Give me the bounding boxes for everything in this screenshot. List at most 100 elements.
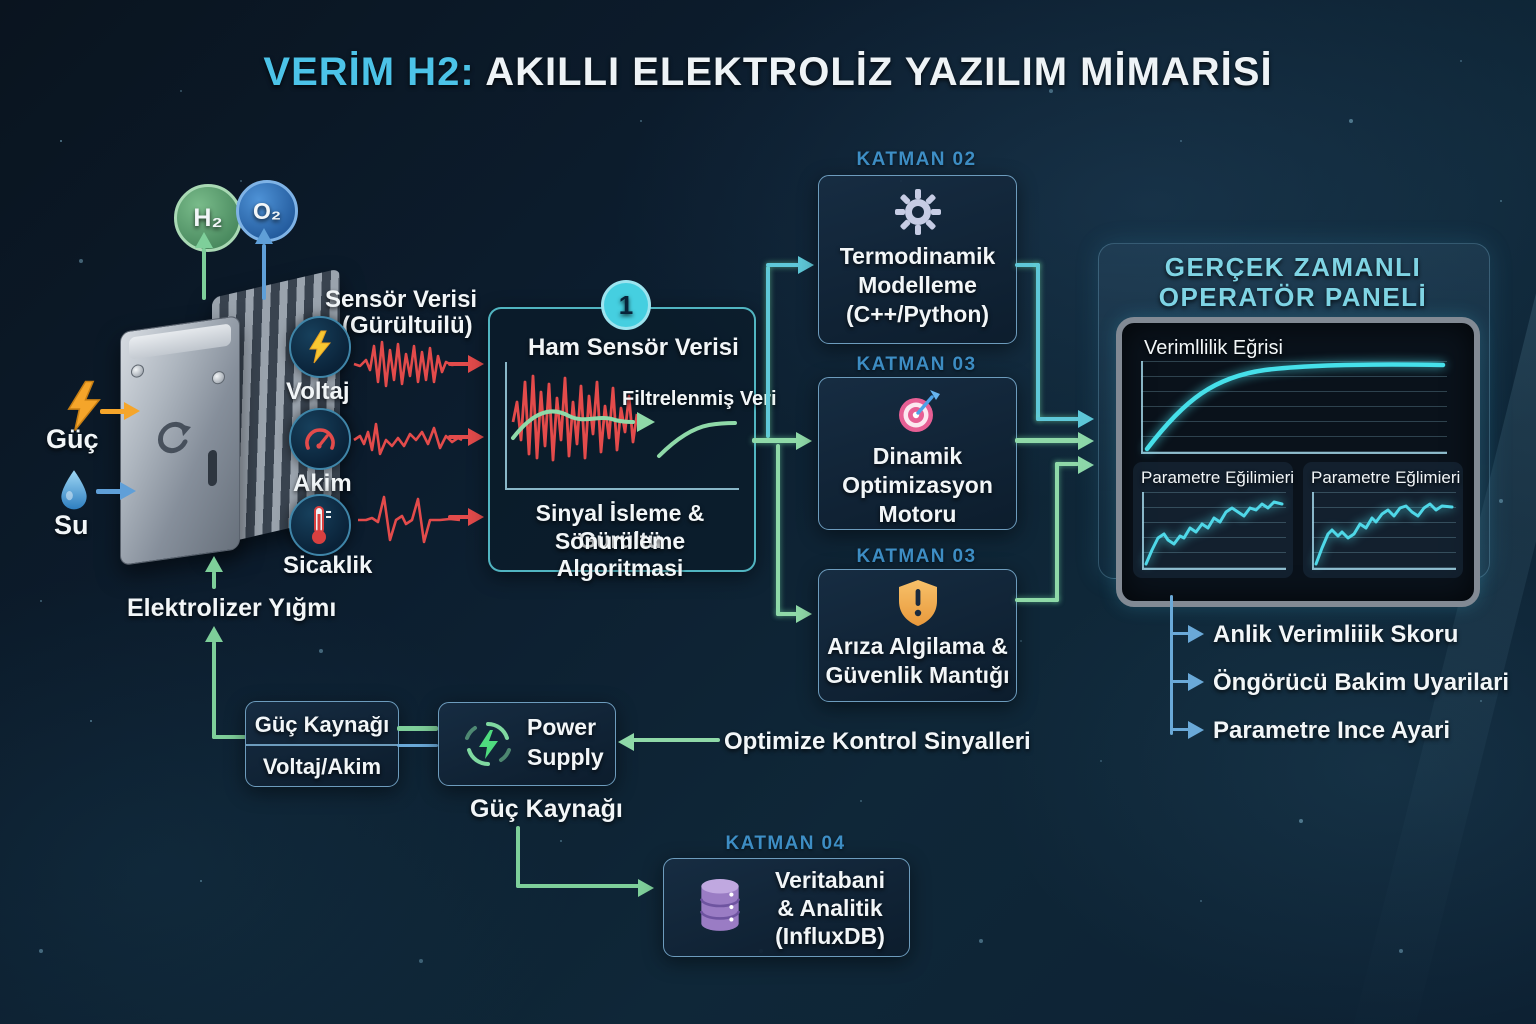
output2-arrow (1188, 673, 1204, 691)
o2-arrow-up (255, 228, 273, 244)
electrolyzer-stack-label: Elektrolizer Yığmı (127, 594, 337, 622)
stack-feed-line (212, 571, 216, 589)
power-flow-line (100, 409, 126, 414)
output3-label: Parametre Ince Ayari (1213, 717, 1451, 744)
safety-to-panel-v (1055, 462, 1059, 602)
thermo-to-panel-h2 (1036, 417, 1080, 421)
thermo-line2: Modelleme (858, 272, 977, 298)
temperature-signal-arrow (468, 508, 484, 526)
water-input-label: Su (54, 510, 89, 540)
temperature-signal-line (448, 515, 470, 519)
recycle-icon (157, 421, 191, 454)
output2-branch (1170, 680, 1190, 683)
to-thermo-line-h (766, 263, 800, 267)
power-source-bottom-label: Voltaj/Akim (262, 754, 382, 779)
electrolyzer-front-face (120, 315, 240, 566)
h2-arrow-up (195, 232, 213, 248)
trend-right-line (1314, 502, 1454, 566)
page-title-brand: VERİM H2: (263, 50, 475, 94)
outputs-trunk-line (1170, 595, 1173, 735)
power-supply-icon (465, 722, 511, 766)
signal-plot-axes (505, 362, 739, 490)
page-title: VERİM H2: AKILLI ELEKTROLİZ YAZILIM MİMA… (0, 50, 1536, 95)
current-sensor-icon-circle (289, 408, 351, 470)
to-safety-line-v (776, 444, 780, 616)
trend-subpanel-right (1303, 462, 1463, 578)
database-line2: & Analitik (777, 895, 883, 921)
signal-caption-line1: Sinyal İsleme & Gürültü (535, 500, 705, 553)
source-to-supply-green (397, 726, 438, 731)
layer-tag-katman03b: KATMAN 03 (856, 546, 977, 567)
fault-safety-box: Arıza Algilama & Güvenlik Mantığı (818, 569, 1017, 702)
source-to-supply-blue (397, 744, 438, 747)
thermodynamic-model-box: Termodinamik Modelleme (C++/Python) (818, 175, 1017, 344)
voltage-noise-waveform (353, 340, 461, 388)
temperature-sensor-label: Sicaklik (283, 552, 373, 579)
screw-icon (212, 370, 225, 386)
supply-to-db-arrow (638, 879, 654, 897)
thermo-to-panel-arrow (1078, 410, 1094, 428)
layer-tag-katman02: KATMAN 02 (856, 149, 977, 170)
control-signal-arrow (618, 733, 634, 751)
water-arrow-right (120, 482, 136, 500)
thermo-to-panel-v (1036, 263, 1040, 421)
layer-tag-katman04: KATMAN 04 (725, 833, 846, 854)
control-signal-line (632, 738, 720, 742)
o2-flow-line (262, 244, 266, 300)
current-signal-line (448, 435, 470, 439)
trend-right-title: Parametre Eğlimieri (1311, 468, 1461, 487)
water-droplet-icon (61, 470, 87, 510)
supply-to-db-line-v (516, 826, 520, 888)
supply-to-db-line-h (516, 884, 640, 888)
current-signal-arrow (468, 428, 484, 446)
safety-to-panel-arrow (1078, 456, 1094, 474)
layer-tag-katman03a: KATMAN 03 (856, 354, 977, 375)
panel-title-line2: OPERATÖR PANELİ (1158, 282, 1428, 312)
safety-line1: Arıza Algilama & (827, 633, 1008, 659)
efficiency-curve (1144, 362, 1446, 452)
power-supply-label-line1: Power (527, 714, 597, 740)
optimizer-to-panel-line (1015, 438, 1079, 443)
to-optimizer-arrow (796, 432, 812, 450)
output1-arrow (1188, 625, 1204, 643)
database-line3: (InfluxDB) (775, 923, 885, 949)
thermo-line1: Termodinamik (839, 243, 996, 269)
water-flow-line (96, 489, 122, 494)
efficiency-chart-title: Verimllilik Eğrisi (1144, 337, 1283, 359)
efficiency-chart-area (1141, 361, 1447, 454)
screw-icon (131, 363, 144, 379)
current-noise-waveform (353, 422, 463, 456)
power-source-divider (246, 744, 398, 746)
electrolyzer-top-highlight (129, 323, 231, 360)
database-line1: Veritabani (775, 867, 885, 893)
to-safety-line-h (776, 612, 798, 616)
optimizer-line1: Dinamik (872, 443, 963, 469)
to-thermo-line-v (766, 266, 770, 438)
safety-to-panel-h2 (1055, 462, 1079, 466)
optimization-engine-box: Dinamik Optimizasyon Motoru (818, 377, 1017, 530)
database-box: Veritabani & Analitik (InfluxDB) (663, 858, 910, 957)
thermometer-icon (312, 506, 331, 544)
voltage-sensor-icon-circle (289, 316, 351, 378)
raw-sensor-data-title: Ham Sensör Verisi (528, 334, 739, 361)
current-sensor-label: Akim (293, 470, 352, 497)
voltage-signal-line (448, 362, 470, 366)
power-source-top-label: Güç Kaynağı (254, 712, 390, 737)
gauge-icon (305, 428, 335, 450)
power-supply-label-line2: Supply (527, 744, 604, 770)
output1-branch (1170, 632, 1190, 635)
step-1-badge-number: 1 (618, 289, 634, 320)
power-arrow-right (124, 402, 140, 420)
voltage-sensor-label: Voltaj (286, 378, 350, 405)
signal-processing-box (488, 307, 756, 572)
voltage-signal-arrow (468, 355, 484, 373)
voltage-bolt-icon (309, 330, 332, 364)
sensor-heading-line1: Sensör Verisi (325, 286, 478, 313)
power-input-label: Güç (46, 424, 99, 454)
database-icon (700, 879, 740, 931)
filtered-data-label: Filtrelenmiş Veri (622, 388, 777, 410)
safety-line2: Güvenlik Mantığı (825, 662, 1010, 688)
page-title-main: AKILLI ELEKTROLİZ YAZILIM MİMARİSİ (474, 50, 1273, 94)
signal-plot (511, 374, 737, 462)
